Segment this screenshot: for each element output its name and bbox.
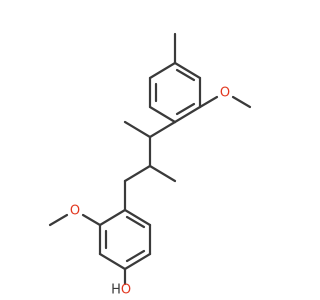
hydroxyl-oxygen: O: [121, 283, 131, 298]
bond: [148, 61, 177, 80]
chain-bond: [123, 164, 152, 183]
methoxy-bond: [81, 213, 102, 227]
bond: [98, 252, 127, 271]
lower-methoxy-oxygen: O: [70, 204, 80, 219]
upper-benzene-ring: [148, 61, 202, 124]
methoxy-methyl-bond: [231, 95, 252, 109]
lower-benzene-ring: [98, 179, 152, 271]
chain-bond: [148, 120, 177, 139]
bond: [173, 61, 202, 80]
double-bond-inner: [175, 102, 196, 116]
bond: [98, 208, 127, 227]
double-bond-inner: [125, 249, 146, 263]
bond: [148, 105, 177, 124]
double-bond-inner: [125, 215, 146, 229]
chemical-structure-diagram: O O H O: [48, 32, 252, 298]
double-bond-inner: [175, 68, 196, 82]
methoxy-bond: [198, 95, 219, 109]
bond: [173, 105, 202, 124]
bond: [123, 252, 152, 271]
bond: [123, 208, 152, 227]
methoxy-methyl-bond: [48, 213, 69, 227]
hydroxyl-hydrogen: H: [111, 283, 121, 298]
chain-bond: [123, 120, 152, 139]
chain-bond: [148, 164, 177, 183]
upper-methoxy-oxygen: O: [220, 86, 230, 101]
